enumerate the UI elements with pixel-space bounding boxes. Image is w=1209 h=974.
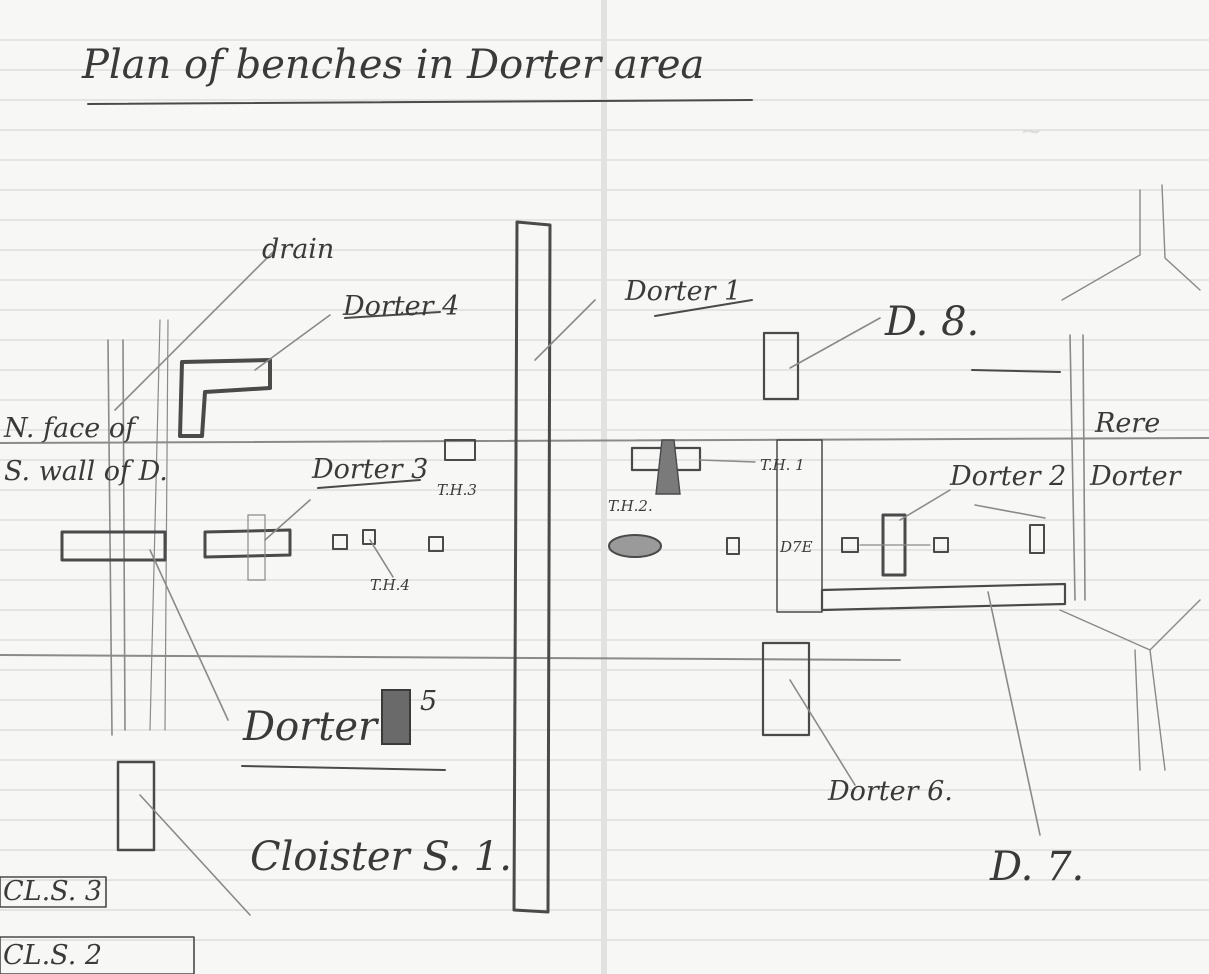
label-d7: D. 7. [989,844,1084,890]
bench-dorter-3 [203,528,292,559]
bench-cloister-s1 [116,760,156,852]
rere-dorter-drain-left [1061,189,1141,301]
bleed-through-text: ~ [1020,116,1043,147]
bench-dorter-6 [761,641,811,737]
oval-bench [608,534,662,558]
rere-dorter-outfall-centre [1134,649,1141,771]
dorter5-leader [149,549,229,721]
small-bench-a [332,534,348,550]
rere-dorter-outfall-right [1149,599,1201,651]
bench-d8 [762,331,800,401]
dorter2-leader [899,489,951,521]
bench-dorter-2 [881,513,907,577]
rere-dorter-outfall-left [1059,609,1166,771]
dorter5-underline [241,765,446,771]
east-wall-line-a [1069,334,1076,601]
label-dorter-1: Dorter 1 [624,276,741,307]
cls2-box [0,936,195,974]
label-th4: T.H.4 [370,576,410,594]
small-bench-c [428,536,444,552]
drain-leader [114,249,276,411]
dorter3-leader [264,499,311,541]
east-wall-line-b [1082,334,1086,601]
cloister-leader [139,794,251,916]
west-wall-line-d [164,319,169,731]
small-bench-d [726,537,740,555]
bench-dorter-3-trestle [247,514,266,581]
label-dorter-right: Dorter [1089,461,1183,492]
dorter4-leader [254,314,331,371]
label-cls2: CL.S. 2 [3,940,102,971]
west-wall-line-b [122,339,126,731]
th3-box [444,439,476,461]
rere-dorter-drain-right [1161,184,1201,291]
cls3-box [0,876,107,908]
bench-dorter-4 [178,358,272,438]
dorter3-underline [317,479,421,489]
label-dorter-5: Dorter [242,704,380,750]
north-boundary-line [0,437,1209,444]
label-n-face: N. face of [3,413,139,444]
label-dorter-2: Dorter 2 [949,461,1066,492]
label-cls3: CL.S. 3 [3,876,102,907]
small-bench-e [841,537,859,553]
small-bench-g [1029,524,1045,554]
west-wall-line-a [107,339,113,736]
label-rere: Rere [1094,408,1160,439]
label-s-wall: S. wall of D. [4,456,168,487]
th1-leader [699,459,756,463]
d7e-enclosure [776,439,823,613]
south-boundary-line [0,654,901,661]
label-th1: T.H. 1 [760,456,805,474]
label-dorter-4: Dorter 4 [342,291,459,322]
bench-d7 [820,582,1067,612]
west-wall-line-c [149,319,161,731]
label-th2: T.H.2. [608,497,653,515]
dorter6-leader [789,679,856,786]
th4-leader [369,539,394,578]
label-d8: D. 8. [884,299,979,345]
plan-title: Plan of benches in Dorter area [81,42,704,88]
label-dorter-3: Dorter 3 [311,454,428,485]
dorter1-underline [654,299,753,317]
d7-leader [987,591,1041,836]
d8-underline [971,369,1061,373]
bench-n-face [60,530,167,562]
small-bench-f [933,537,949,553]
dorter2-arrow [974,504,1046,519]
small-bench-b [362,529,376,545]
label-cloister-s1: Cloister S. 1. [250,834,512,880]
d8-leader [789,317,881,369]
title-underline [87,99,753,105]
label-th3: T.H.3 [437,481,477,499]
label-dorter-6: Dorter 6. [827,776,953,807]
leader-arrows [114,249,1046,916]
label-d7e: D7E [779,538,813,556]
label-dorter-5-number: 5 [420,686,437,717]
bench-dorter-1 [512,220,552,914]
th2-box [630,446,702,472]
bench-dorter-5 [381,689,411,745]
dorter1-leader [534,299,596,361]
label-drain: drain [262,234,334,265]
dorter4-underline [344,311,441,319]
th2-hatched-bench [655,439,681,495]
